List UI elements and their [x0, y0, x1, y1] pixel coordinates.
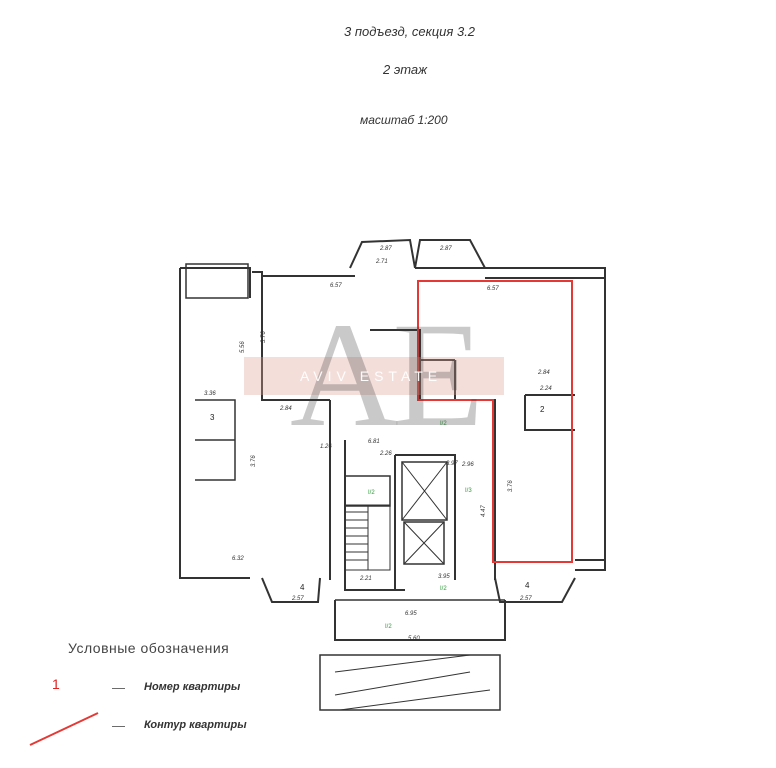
dim-label: 2.57 — [519, 596, 532, 602]
room-number: 3 — [210, 413, 215, 422]
plan-title: 3 подъезд, секция 3.2 — [344, 24, 476, 39]
green-label: I/2 — [440, 586, 447, 592]
dim-label: 4.47 — [481, 505, 487, 517]
dim-label: 3.76 — [261, 331, 267, 343]
dim-label: 2.21 — [359, 576, 372, 582]
scale-label: масштаб 1:200 — [360, 113, 448, 127]
watermark-text: AVIV ESTATE — [300, 368, 443, 384]
inner-wall-left — [252, 271, 330, 401]
dim-label: 6.81 — [368, 439, 380, 445]
room-number: 4 — [300, 583, 305, 592]
dim-label: 6.95 — [405, 611, 417, 617]
outer-wall-left — [179, 268, 250, 579]
legend-number-label: Номер квартиры — [144, 681, 241, 693]
elevator-1 — [401, 461, 448, 521]
legend-title: Условные обозначения — [68, 640, 230, 656]
left-balcony-wall — [180, 267, 251, 298]
legend-dash: — — [112, 680, 125, 695]
room-number: 4 — [525, 581, 530, 590]
balcony-left-top — [185, 263, 249, 299]
apartment-contour — [417, 280, 573, 563]
dim-label: 6.57 — [330, 283, 342, 289]
bay-left — [349, 238, 416, 269]
watermark-band — [244, 357, 504, 395]
dim-label: 3.36 — [204, 391, 216, 397]
floor-label: 2 этаж — [383, 62, 428, 77]
watermark-logo: AE — [290, 292, 484, 458]
bay-right — [414, 239, 486, 269]
dim-label: 1.26 — [320, 444, 332, 450]
porch — [319, 654, 501, 711]
legend-contour-label: Контур квартиры — [144, 719, 247, 731]
dim-label: 3.97 — [446, 461, 458, 467]
dim-label: 2.24 — [539, 386, 552, 392]
dim-label: 5.60 — [408, 636, 420, 642]
dim-label: 2.26 — [379, 451, 392, 457]
dim-label: 2.84 — [537, 370, 550, 376]
legend-number-sample: 1 — [52, 676, 60, 692]
dim-label: 5.56 — [240, 341, 246, 353]
top-wall-right — [415, 267, 606, 279]
elevator-2 — [403, 521, 445, 565]
room-number: 2 — [540, 405, 545, 414]
dim-label: 2.96 — [461, 462, 474, 468]
dim-label: 2.57 — [291, 596, 304, 602]
green-label: I/2 — [440, 421, 447, 427]
legend-dash: — — [112, 718, 125, 733]
green-label: I/2 — [385, 624, 392, 630]
dim-label: 3.95 — [438, 574, 450, 580]
dim-label: 3.76 — [251, 455, 257, 467]
legend-contour-sample — [29, 712, 99, 746]
dim-label: 2.71 — [375, 259, 388, 265]
dim-label: 6.32 — [232, 556, 244, 562]
green-label: I/2 — [368, 490, 375, 496]
staircase — [345, 504, 391, 571]
dim-label: 3.76 — [508, 480, 514, 492]
dim-label: 2.84 — [279, 406, 292, 412]
dim-label: 6.57 — [487, 286, 499, 292]
dim-label: 2.87 — [379, 246, 392, 252]
dim-label: 2.87 — [439, 246, 452, 252]
green-label: I/3 — [465, 488, 472, 494]
